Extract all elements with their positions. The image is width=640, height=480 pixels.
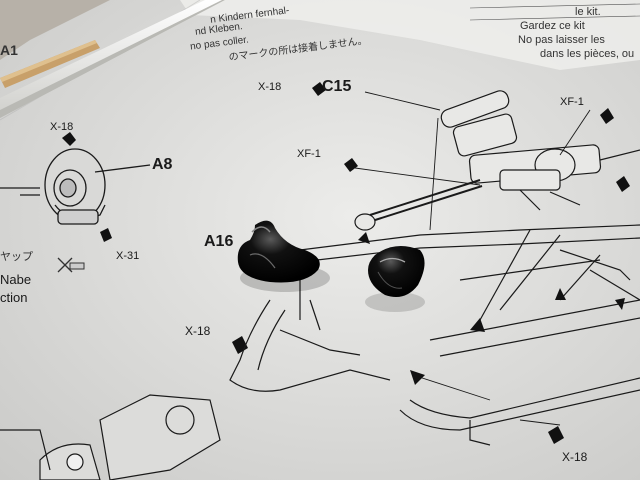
label-ction: ction bbox=[0, 290, 28, 305]
french-text-3: No pas laisser les bbox=[518, 34, 605, 46]
paper-top-section bbox=[180, 0, 640, 70]
label-xf1-right: XF-1 bbox=[560, 96, 584, 108]
label-xf1-left: XF-1 bbox=[297, 148, 321, 160]
toothpick bbox=[0, 40, 100, 88]
wheel-hub-assembly bbox=[0, 148, 151, 225]
label-a1-partial: A1 bbox=[0, 42, 18, 58]
paint-markers bbox=[62, 82, 630, 444]
label-x18-left-top: X-18 bbox=[50, 121, 74, 133]
black-plastic-part-right bbox=[365, 246, 425, 312]
assembly-arrows bbox=[358, 232, 625, 385]
label-x31: X-31 bbox=[116, 250, 140, 262]
japanese-cap-note: ヤップ bbox=[0, 251, 33, 263]
no-glue-mark bbox=[57, 257, 85, 273]
top-text-lines bbox=[469, 3, 640, 21]
lower-left-part-drawing bbox=[0, 394, 221, 480]
french-text-4: dans les pièces, ou bbox=[540, 48, 635, 60]
french-text-1: le kit. bbox=[575, 6, 601, 18]
leader-lines bbox=[354, 91, 591, 426]
black-plastic-part-left bbox=[237, 220, 330, 292]
label-nabe: Nabe bbox=[0, 272, 32, 287]
french-text-2: Gardez ce kit bbox=[520, 20, 585, 32]
label-a8: A8 bbox=[152, 156, 173, 173]
label-c15: C15 bbox=[322, 78, 352, 95]
label-x18-mid: X-18 bbox=[185, 324, 211, 338]
label-x18-bottom: X-18 bbox=[562, 450, 588, 464]
table-corner bbox=[0, 0, 110, 60]
label-a16: A16 bbox=[204, 233, 234, 250]
steering-assembly-drawing bbox=[354, 90, 640, 231]
suspension-arms-drawing bbox=[229, 224, 640, 446]
label-x18-top: X-18 bbox=[258, 81, 282, 93]
plastic-stick bbox=[0, 0, 225, 118]
